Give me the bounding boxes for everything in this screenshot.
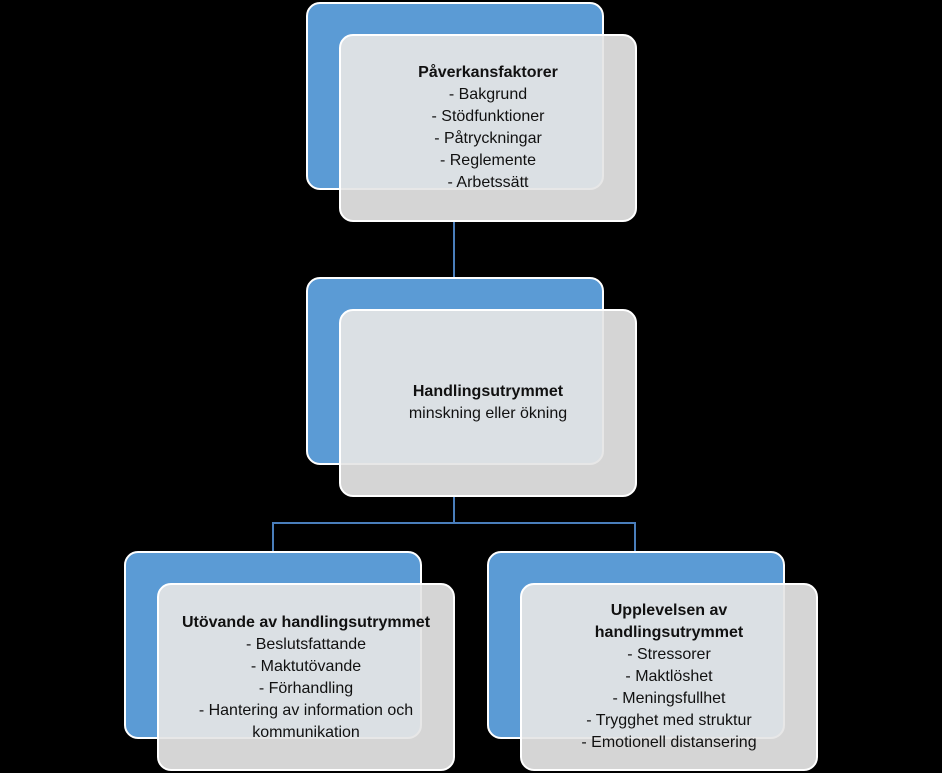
list-item: - Maktutövande [250, 658, 362, 675]
connector-to-right [634, 522, 636, 552]
node-front-panel [339, 309, 637, 497]
node-title: Påverkansfaktorer [418, 64, 558, 81]
list-item: - Trygghet med struktur [586, 712, 752, 729]
connector-top-middle [453, 220, 455, 278]
node-front-panel [339, 34, 637, 222]
connector-horizontal [272, 522, 636, 524]
node-front-panel [520, 583, 818, 771]
list-item: - Arbetssätt [447, 174, 529, 191]
list-item: - Emotionell distansering [581, 734, 757, 751]
connector-middle-down [453, 496, 455, 523]
list-item: kommunikation [252, 724, 360, 741]
list-item: - Stressorer [627, 646, 711, 663]
list-item: - Påtryckningar [434, 130, 542, 147]
node-title: Upplevelsen av [610, 602, 728, 619]
node-title: handlingsutrymmet [594, 624, 744, 641]
node-title: Handlingsutrymmet [412, 383, 564, 400]
node-text: Utövande av handlingsutrymmet - Beslutsf… [157, 612, 455, 744]
node-title: Utövande av handlingsutrymmet [181, 614, 431, 631]
list-item: - Bakgrund [448, 86, 528, 103]
list-item: - Förhandling [258, 680, 354, 697]
list-item: - Maktlöshet [625, 668, 713, 685]
list-item: - Reglemente [439, 152, 537, 169]
node-text: Upplevelsen av handlingsutrymmet - Stres… [520, 600, 818, 754]
node-front-panel [157, 583, 455, 771]
connector-to-left [272, 522, 274, 552]
list-item: - Meningsfullhet [612, 690, 726, 707]
node-subtitle: minskning eller ökning [408, 405, 568, 422]
list-item: - Stödfunktioner [431, 108, 545, 125]
node-text: Handlingsutrymmet minskning eller ökning [339, 381, 637, 425]
list-item: - Beslutsfattande [245, 636, 367, 653]
list-item: - Hantering av information och [198, 702, 414, 719]
node-text: Påverkansfaktorer - Bakgrund - Stödfunkt… [339, 62, 637, 194]
